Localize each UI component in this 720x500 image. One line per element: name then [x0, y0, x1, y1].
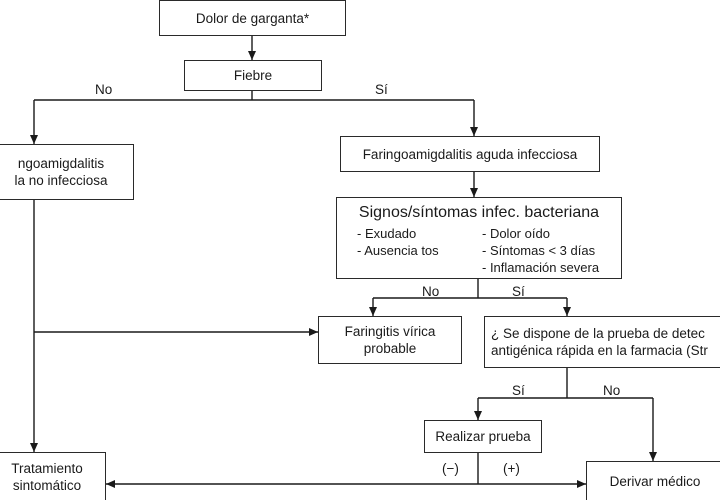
sign-item: - Ausencia tos: [357, 243, 439, 258]
label-test-yes: Sí: [512, 383, 525, 398]
node-refer: Derivar médico: [586, 461, 720, 500]
connector-fever-split: [34, 91, 474, 101]
node-viral-line2: probable: [363, 341, 417, 356]
node-infectious: Faringoamigdalitis aguda infecciosa: [340, 136, 600, 172]
node-rapid-test-question: ¿ Se dispone de la prueba de detec antig…: [484, 316, 720, 368]
node-rapid-test-question-line2: antigénica rápida en la farmacia (Str: [491, 343, 708, 358]
node-fever: Fiebre: [184, 60, 322, 91]
node-symptomatic-line1: Tratamiento: [11, 460, 83, 476]
node-symptomatic-line2: sintomático: [12, 477, 82, 493]
sign-item: - Síntomas < 3 días: [482, 243, 596, 258]
node-sore-throat: Dolor de garganta*: [159, 0, 346, 36]
label-result-positive: (+): [503, 461, 520, 476]
sign-item: - Inflamación severa: [482, 260, 600, 275]
connector-signs-split: [373, 279, 567, 299]
node-sore-throat-text: Dolor de garganta*: [195, 10, 310, 26]
label-fever-yes: Sí: [375, 82, 388, 97]
node-rapid-test-question-line1: ¿ Se dispone de la prueba de detec: [491, 326, 705, 341]
connector-test-split: [478, 368, 653, 399]
node-bacterial-signs: Signos/síntomas infec. bacteriana - Exud…: [336, 197, 622, 279]
sign-item: - Exudado: [357, 226, 417, 241]
node-fever-text: Fiebre: [233, 68, 273, 83]
node-symptomatic: Tratamiento sintomático: [0, 452, 106, 500]
node-refer-text: Derivar médico: [609, 473, 701, 489]
node-viral-line1: Faringitis vírica: [344, 324, 436, 339]
label-test-no: No: [603, 383, 621, 398]
sign-item: - Dolor oído: [482, 226, 550, 241]
node-do-test-text: Realizar prueba: [435, 429, 531, 444]
label-signs-no: No: [422, 284, 440, 299]
label-result-negative: (−): [442, 461, 459, 476]
label-signs-yes: Sí: [512, 284, 525, 299]
node-viral: Faringitis vírica probable: [318, 316, 462, 364]
node-noninfectious: ngoamigdalitis la no infecciosa: [0, 144, 134, 200]
label-fever-no: No: [95, 82, 113, 97]
node-noninfectious-line1: ngoamigdalitis: [17, 156, 105, 171]
node-infectious-text: Faringoamigdalitis aguda infecciosa: [362, 146, 578, 162]
node-do-test: Realizar prueba: [424, 420, 542, 453]
node-noninfectious-line2: la no infecciosa: [14, 173, 108, 188]
node-bacterial-signs-title: Signos/síntomas infec. bacteriana: [358, 204, 600, 221]
